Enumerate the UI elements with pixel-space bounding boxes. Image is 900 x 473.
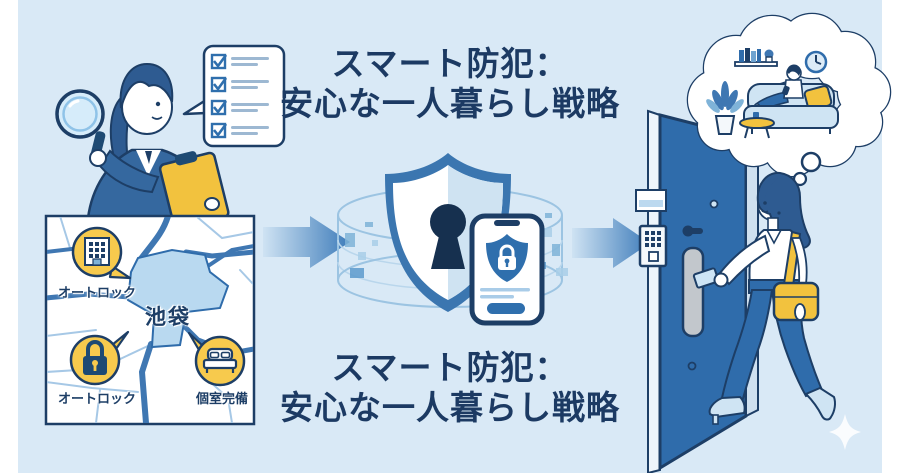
building-icon: [84, 237, 110, 266]
padlock-icon: [83, 340, 107, 375]
magnifier-icon: [55, 89, 106, 164]
side-table: [739, 112, 775, 139]
checklist-rows: [210, 53, 269, 139]
screen-button: [487, 303, 525, 314]
bed-icon: [202, 347, 238, 373]
arrow-right-icon: [263, 216, 350, 268]
tie: [145, 151, 152, 164]
sparkle-icon: [829, 414, 861, 450]
eye: [155, 101, 161, 107]
bangs: [759, 178, 778, 201]
smartphone-lock-icon: [469, 213, 545, 326]
bubble-tail-large: [800, 151, 822, 173]
door-dot: [687, 361, 697, 371]
thought-bubble-icon: [686, 12, 892, 187]
mouth: [151, 116, 163, 120]
badge-building: [71, 226, 132, 280]
resident-woman: [692, 171, 836, 425]
eye: [763, 201, 767, 205]
plant-icon: [706, 81, 744, 135]
mouth: [761, 210, 769, 213]
hand: [713, 272, 729, 288]
shoe: [804, 386, 836, 421]
nameplate-icon: [635, 189, 667, 212]
hand: [89, 149, 107, 167]
peephole: [709, 199, 719, 209]
keyhole: [430, 204, 466, 240]
map-panel: [44, 214, 256, 426]
neck: [767, 217, 779, 231]
ikebukuro-area: [126, 248, 230, 349]
researcher-woman: [55, 62, 230, 230]
deadbolt: [682, 225, 703, 237]
extended-arm: [718, 234, 771, 286]
checklist-icon: [182, 44, 286, 148]
v-neck: [766, 229, 782, 245]
shirt: [136, 150, 161, 176]
shoulder-bag-icon: [772, 281, 820, 322]
smart-lock-handle: [681, 246, 705, 338]
phone-notch: [494, 220, 520, 226]
heel: [712, 414, 719, 425]
badge-bed: [187, 331, 246, 387]
shoe: [708, 395, 746, 419]
arm-sleeve: [98, 149, 160, 194]
hair: [119, 62, 174, 109]
keypad-icon: [638, 224, 668, 268]
door-icon: [635, 109, 759, 473]
shelf: [734, 48, 778, 67]
earring: [777, 211, 781, 215]
hand: [794, 303, 806, 321]
hand: [204, 197, 220, 211]
badge-padlock: [69, 330, 130, 386]
hair: [756, 171, 811, 250]
door-jamb: [647, 109, 661, 473]
arrow-right-icon: [572, 218, 650, 268]
clock-icon: [804, 50, 828, 74]
